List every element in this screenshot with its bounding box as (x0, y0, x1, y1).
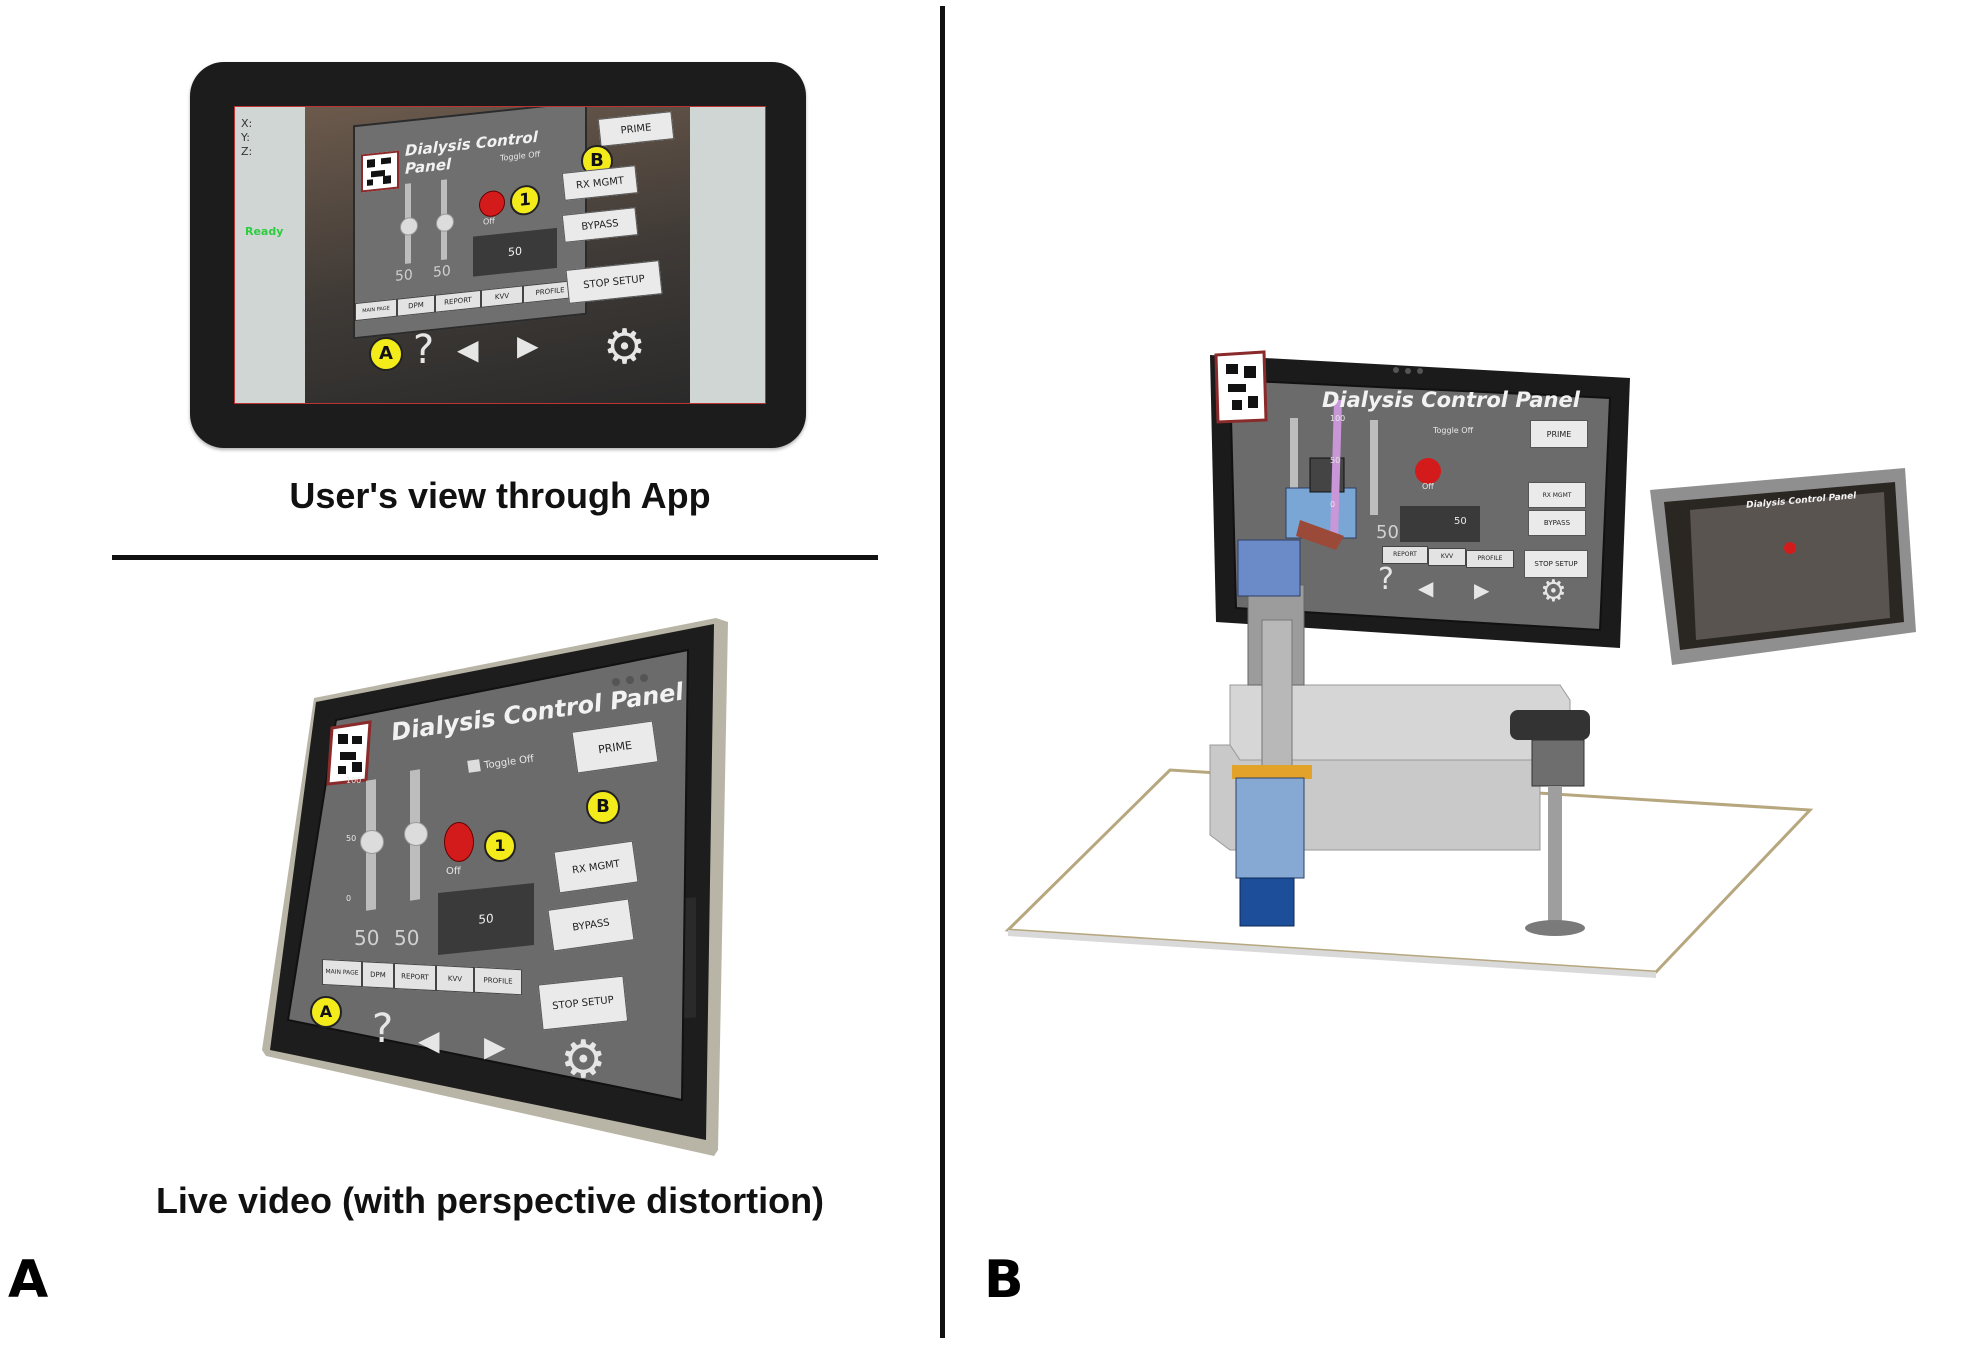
tablet-app-view: X: Y: Z: Ready Dialysis Control Panel To… (190, 62, 806, 448)
x-readout: X: (241, 117, 253, 130)
status-ready: Ready (245, 225, 284, 238)
y-readout: Y: (241, 131, 250, 144)
live-slider-1-knob[interactable] (360, 830, 384, 854)
live-badge-a: A (310, 996, 342, 1028)
vertical-divider (940, 6, 945, 1338)
monitor-next-arrow-icon[interactable]: ▶ (1474, 578, 1490, 602)
monitor-toggle-label: Toggle Off (1433, 426, 1474, 435)
live-tab-report[interactable]: REPORT (394, 962, 436, 992)
app-screen: X: Y: Z: Ready Dialysis Control Panel To… (234, 106, 766, 404)
monitor-panel-title: Dialysis Control Panel (1322, 388, 1580, 412)
button-state: Off (483, 216, 495, 227)
value-box: 50 (473, 227, 557, 277)
prime-button[interactable]: PRIME (597, 111, 675, 147)
prev-arrow-icon[interactable]: ◀ (457, 333, 479, 366)
live-tab-main-page[interactable]: MAIN PAGE (322, 958, 362, 988)
tab-dpm[interactable]: DPM (397, 294, 435, 317)
monitor-tick-50: 50 (1330, 456, 1341, 465)
tab-report[interactable]: REPORT (435, 289, 481, 313)
monitor-tab-report[interactable]: REPORT (1382, 546, 1428, 564)
slider-1-knob[interactable] (400, 216, 418, 237)
tab-main-page[interactable]: MAIN PAGE (355, 298, 397, 322)
monitor-tab-kvv[interactable]: KVV (1428, 548, 1466, 566)
live-tab-kvv[interactable]: KVV (436, 965, 474, 993)
live-stop-setup-button[interactable]: STOP SETUP (537, 975, 629, 1031)
next-arrow-icon[interactable]: ▶ (517, 329, 539, 362)
live-tick-50-a: 50 (346, 834, 357, 843)
xyz-readout: X: Y: Z: (241, 117, 252, 159)
tab-kvv[interactable]: KVV (481, 285, 523, 308)
live-value-box: 50 (438, 882, 534, 956)
live-tab-profile[interactable]: PROFILE (474, 966, 522, 996)
horizontal-divider (112, 555, 878, 560)
monitor-button-state: Off (1422, 482, 1434, 491)
camera-control-panel: Dialysis Control Panel Toggle Off Off 1 … (353, 107, 587, 340)
badge-a: A (369, 337, 403, 371)
slider-2-value: 50 (433, 263, 451, 281)
monitor-help-icon[interactable]: ? (1378, 562, 1394, 597)
live-next-arrow-icon[interactable]: ▶ (484, 1030, 506, 1063)
live-slider-2-knob[interactable] (404, 822, 428, 846)
slider-1-value: 50 (395, 267, 413, 285)
live-help-icon[interactable]: ? (372, 1006, 394, 1052)
monitor-prev-arrow-icon[interactable]: ◀ (1418, 576, 1434, 600)
live-tab-dpm[interactable]: DPM (362, 961, 394, 989)
robot-rig-render (1004, 350, 1916, 978)
monitor-tab-profile[interactable]: PROFILE (1466, 550, 1514, 568)
live-tick-100-a: 100 (346, 776, 362, 785)
live-slider-2-value: 50 (394, 926, 420, 950)
live-prev-arrow-icon[interactable]: ◀ (418, 1024, 440, 1057)
slider-2-knob[interactable] (436, 212, 454, 233)
monitor-stop-setup-button[interactable]: STOP SETUP (1524, 550, 1588, 578)
camera-panel-title: Dialysis Control Panel (405, 127, 538, 178)
monitor-bypass-button[interactable]: BYPASS (1528, 510, 1586, 536)
caption-user-view: User's view through App (289, 475, 711, 516)
live-toggle-checkbox[interactable] (467, 759, 481, 773)
badge-1: 1 (510, 183, 540, 217)
monitor-slider-2-value: 50 (1376, 522, 1399, 543)
z-readout: Z: (241, 145, 253, 158)
live-slider-1-value: 50 (354, 926, 380, 950)
live-badge-1: 1 (484, 830, 516, 862)
monitor-rx-mgmt-button[interactable]: RX MGMT (1528, 482, 1586, 508)
monitor-tick-100: 100 (1330, 414, 1346, 423)
live-gear-icon[interactable]: ⚙ (560, 1030, 607, 1090)
live-button-state: Off (446, 866, 461, 877)
live-badge-b: B (586, 790, 620, 824)
monitor-gear-icon[interactable]: ⚙ (1540, 574, 1567, 609)
caption-live-video: Live video (with perspective distortion) (155, 1180, 825, 1221)
panel-b-letter: B (984, 1250, 1024, 1310)
monitor-prime-button[interactable]: PRIME (1530, 420, 1588, 448)
camera-feed: Dialysis Control Panel Toggle Off Off 1 … (305, 107, 690, 403)
live-red-button[interactable] (444, 822, 474, 862)
live-tick-0-a: 0 (346, 894, 352, 903)
help-icon[interactable]: ? (413, 327, 435, 373)
marker-qr (361, 150, 399, 193)
gear-icon[interactable]: ⚙ (603, 319, 647, 375)
red-toggle-button[interactable] (479, 189, 505, 219)
monitor-tick-0: 0 (1330, 500, 1336, 509)
panel-a-letter: A (8, 1250, 49, 1310)
monitor-value-box: 50 (1454, 516, 1467, 527)
